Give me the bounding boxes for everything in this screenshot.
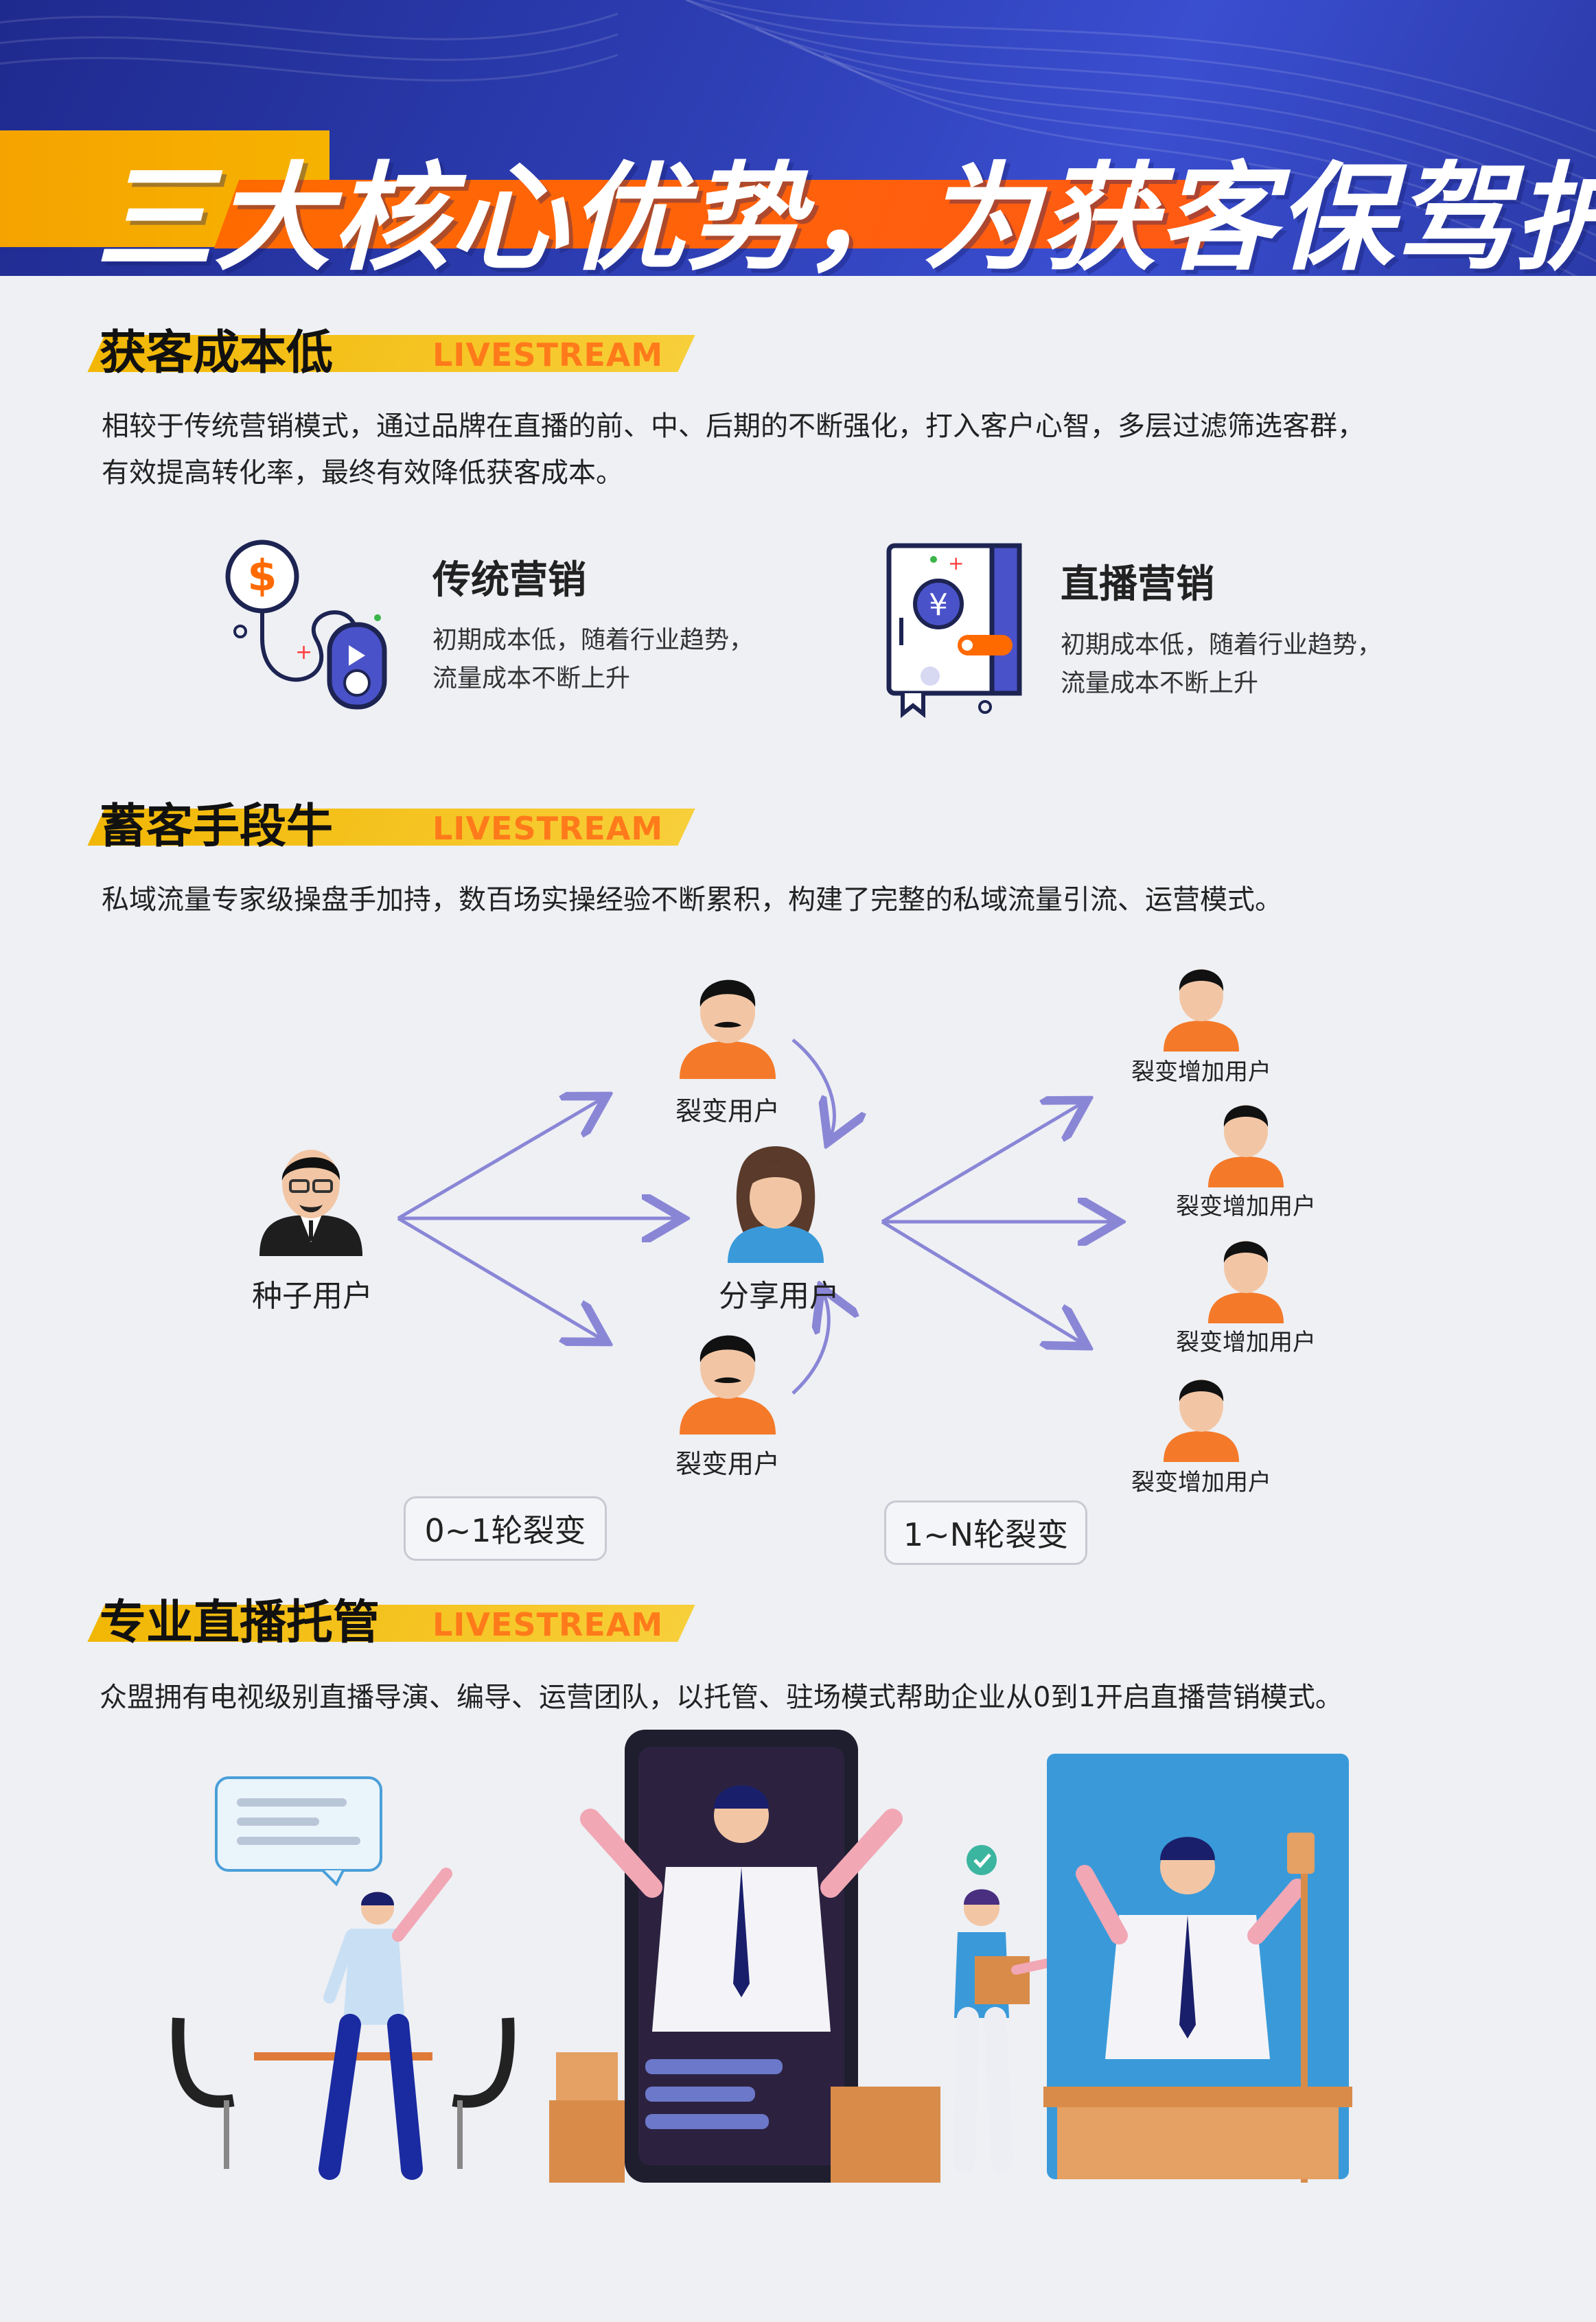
seed-user-label: 种子用户 (252, 1279, 373, 1314)
seed-user-avatar (259, 1150, 362, 1256)
growth-user-4-label: 裂变增加用户 (1131, 1469, 1271, 1496)
growth-user-2-avatar (1208, 1105, 1284, 1187)
section-2-paragraph: 私域流量专家级操盘手加持，数百场实操经验不断累积，构建了完整的私域流量引流、运营… (102, 884, 1282, 916)
svg-text:$: $ (247, 550, 277, 601)
card-livestream-desc-line-2: 流量成本不断上升 (1061, 669, 1259, 697)
office-worker-illustration (172, 1776, 515, 2180)
card-traditional-desc-line-2: 流量成本不断上升 (432, 664, 631, 693)
section-1-paragraph-line-2: 有效提高转化率，最终有效降低获客成本。 (102, 457, 623, 489)
stage-label-0-1: 0~1轮裂变 (404, 1496, 607, 1561)
fission-user-bottom-avatar (680, 1335, 776, 1435)
section-1-paragraph-line-1: 相较于传统营销模式，通过品牌在直播的前、中、后期的不断强化，打入客户心智，多层过… (102, 410, 1365, 442)
fission-user-top-label: 裂变用户 (675, 1096, 780, 1126)
card-traditional-desc-line-1: 初期成本低，随着行业趋势， (432, 626, 754, 654)
phone-livestream-illustration (549, 1730, 940, 2183)
growth-user-1-label: 裂变增加用户 (1131, 1058, 1271, 1086)
card-livestream-title: 直播营销 (1061, 562, 1214, 607)
share-user-label: 分享用户 (719, 1279, 840, 1314)
livestream-marketing-icon: ¥ + (886, 543, 1022, 719)
svg-text:+: + (295, 640, 312, 664)
section-2-subtitle: LIVESTREAM (432, 810, 664, 847)
traditional-marketing-icon: $ + (225, 539, 387, 710)
growth-user-2-label: 裂变增加用户 (1176, 1193, 1316, 1220)
section-3-title: 专业直播托管 (100, 1596, 380, 1650)
svg-text:+: + (948, 552, 964, 574)
section-3-subtitle: LIVESTREAM (432, 1606, 664, 1643)
header-banner: 三大核心优势，为获客保驾护航 (0, 0, 1596, 276)
courier-illustration (953, 1845, 1069, 2173)
section-3-paragraph: 众盟拥有电视级别直播导演、编导、运营团队，以托管、驻场模式帮助企业从0到1开启直… (100, 1682, 1343, 1713)
fission-diagram-arrows (397, 1038, 1596, 1395)
card-traditional-title: 传统营销 (432, 558, 586, 603)
wave-lines-decoration (0, 0, 1596, 276)
growth-user-3-label: 裂变增加用户 (1176, 1329, 1316, 1356)
svg-text:¥: ¥ (929, 588, 948, 623)
card-livestream-desc-line-1: 初期成本低，随着行业趋势， (1061, 631, 1383, 659)
growth-user-3-avatar (1208, 1241, 1284, 1323)
section-1-subtitle: LIVESTREAM (432, 336, 664, 373)
share-user-avatar (728, 1146, 824, 1263)
section-1-title: 获客成本低 (100, 326, 334, 380)
tv-livestream-illustration (1043, 1754, 1352, 2183)
page-title: 三大核心优势，为获客保驾护航 (96, 151, 1596, 276)
section-2-title: 蓄客手段牛 (100, 800, 334, 854)
growth-user-4-avatar (1164, 1380, 1239, 1462)
growth-user-1-avatar (1164, 969, 1239, 1052)
fission-user-top-avatar (680, 979, 776, 1079)
fission-user-bottom-label: 裂变用户 (675, 1449, 780, 1479)
stage-label-1-n: 1~N轮裂变 (884, 1500, 1087, 1565)
